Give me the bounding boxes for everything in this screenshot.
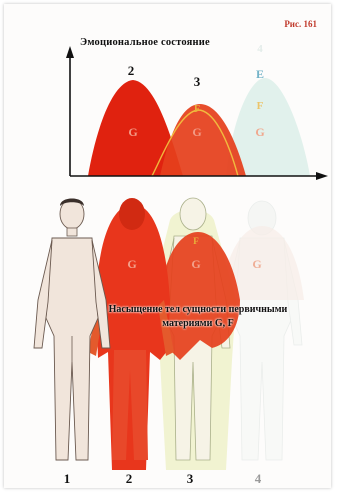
body-number-4: 4 bbox=[255, 471, 262, 486]
graph-peak4-level-g: G bbox=[255, 125, 264, 139]
body3-level-g: G bbox=[191, 257, 200, 271]
graph-peak-number-4: 4 bbox=[257, 43, 263, 55]
body-center-marker-f: F bbox=[193, 236, 199, 246]
graph-peak4-level-f: F bbox=[257, 100, 264, 112]
bodies-caption: Насыщение тел сущности первичными матери… bbox=[68, 303, 328, 331]
graph-peak-3 bbox=[160, 104, 246, 176]
graph-y-axis-arrow bbox=[66, 46, 74, 58]
graph-peak4-level-e: E bbox=[256, 67, 264, 81]
graph-peak3-level-f: F bbox=[194, 104, 200, 115]
human-bodies-illustration: G F G G 1 2 3 4 bbox=[34, 198, 304, 486]
graph-peak-number-2: 2 bbox=[128, 63, 135, 78]
body4-level-g: G bbox=[252, 257, 261, 271]
graph-peak-number-3: 3 bbox=[194, 74, 201, 89]
body-number-1: 1 bbox=[64, 471, 71, 486]
body-number-3: 3 bbox=[187, 471, 194, 486]
graph-peak2-level-g: G bbox=[128, 125, 137, 139]
graph-x-axis-arrow bbox=[316, 172, 328, 180]
emotional-state-graph: 2 3 4 G F G E F G bbox=[66, 43, 328, 180]
graph-peak3-level-g: G bbox=[192, 125, 201, 139]
caption-line-2: материями G, F bbox=[68, 317, 328, 331]
body2-level-g: G bbox=[127, 257, 136, 271]
caption-line-1: Насыщение тел сущности первичными bbox=[68, 303, 328, 317]
body-number-2: 2 bbox=[126, 471, 133, 486]
